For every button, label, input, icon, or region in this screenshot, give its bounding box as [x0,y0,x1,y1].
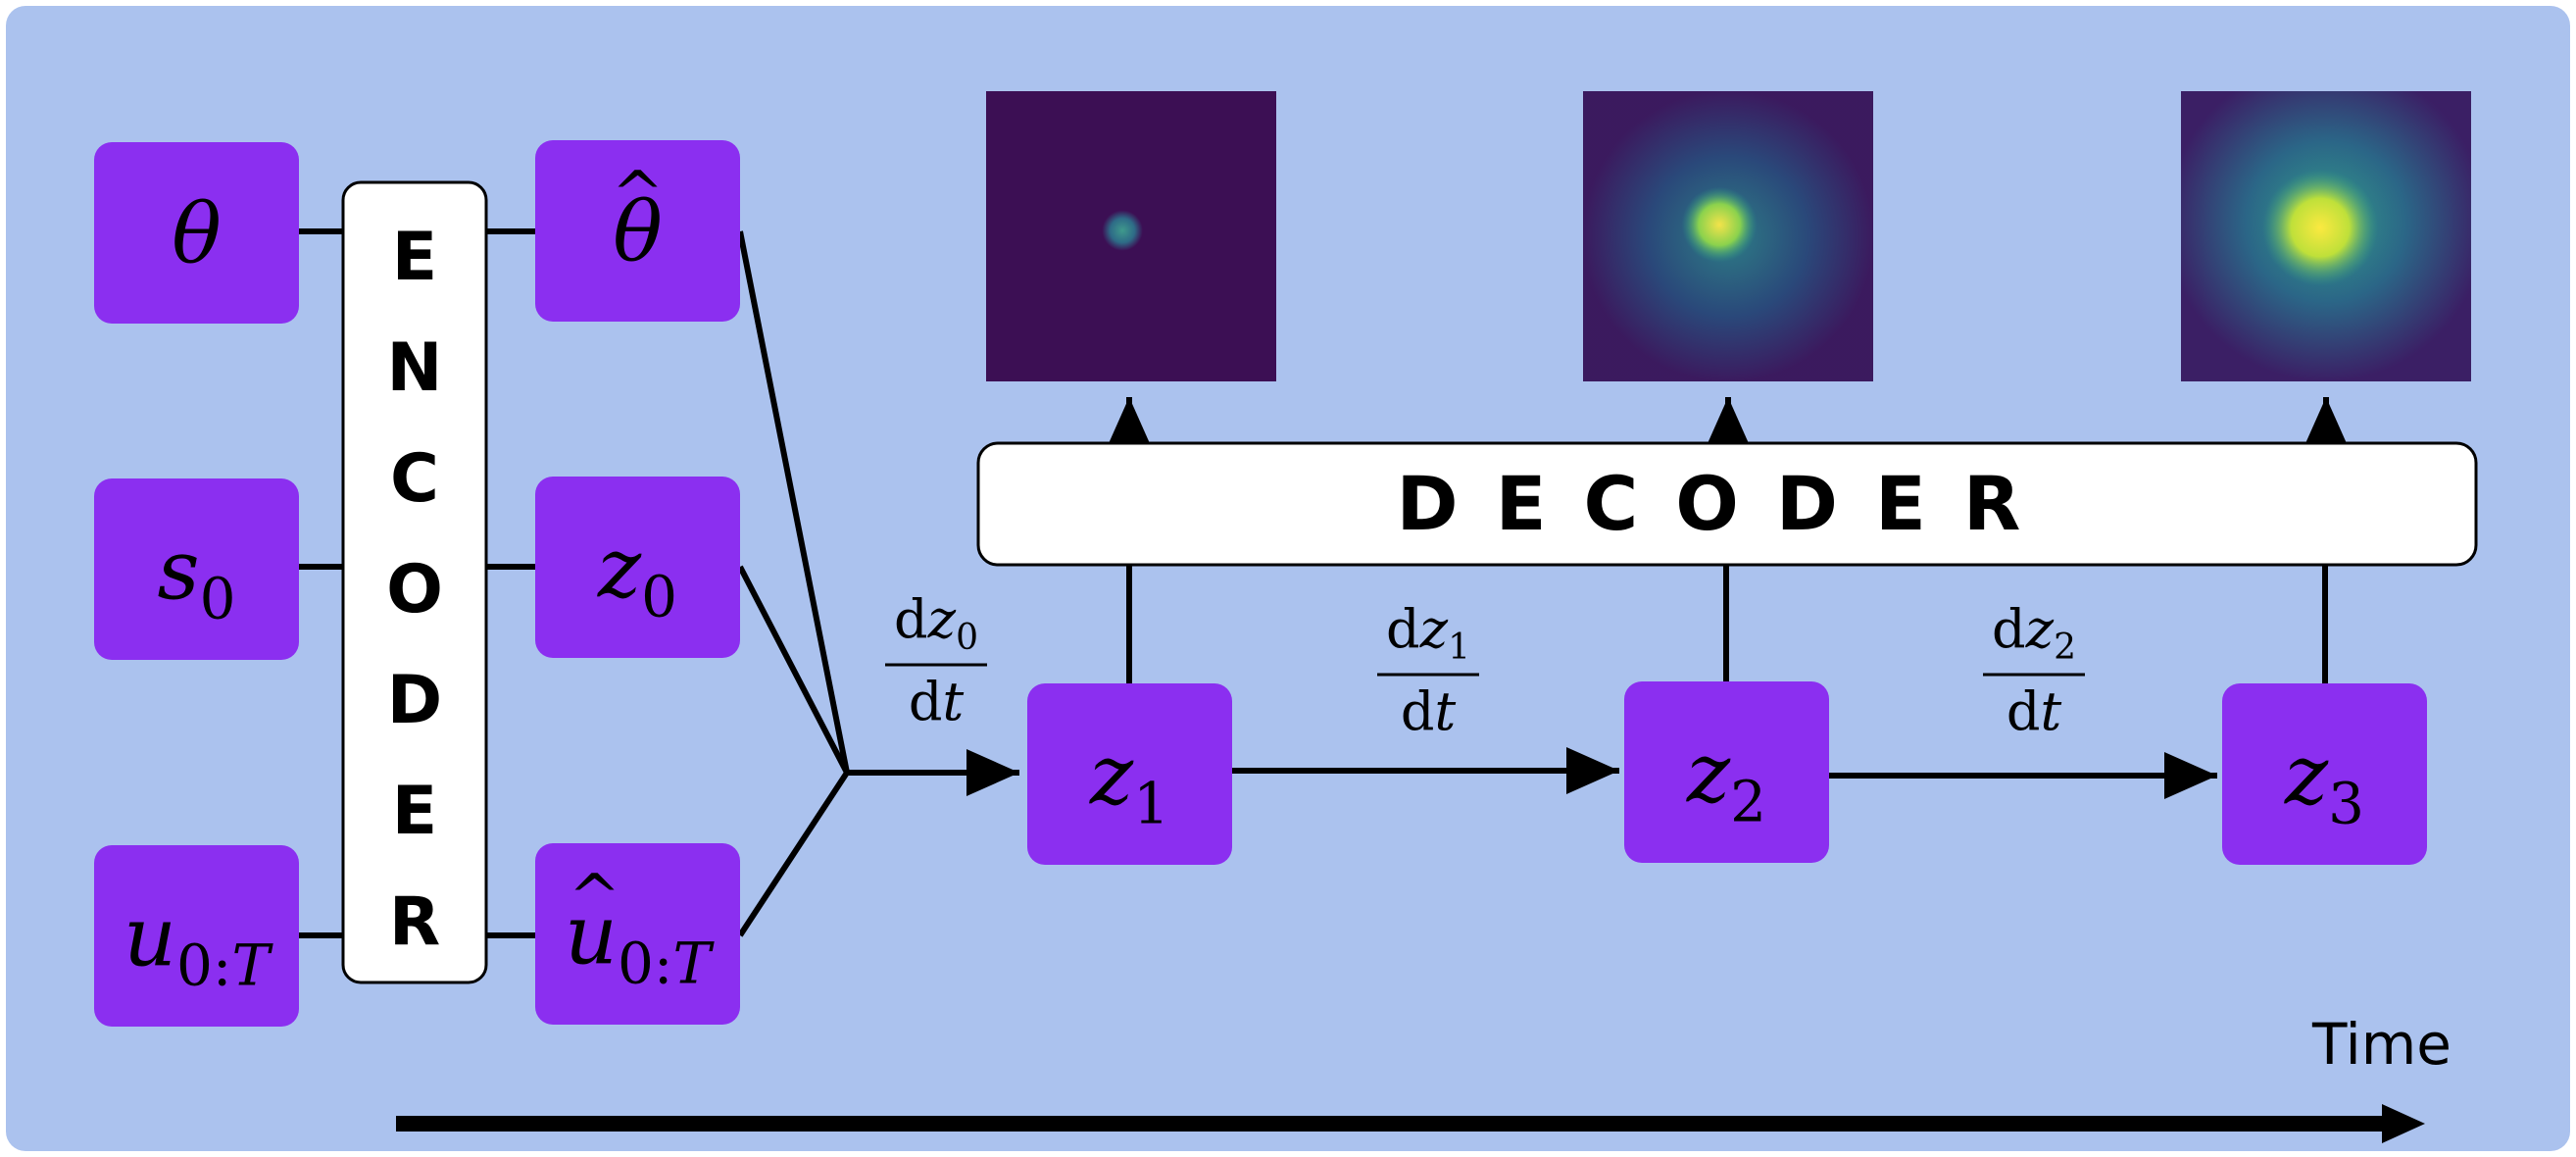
latent-node-z3: z3 [2222,683,2427,865]
derivative-dz0-dt: dz0 dt [885,588,987,732]
time-label: Time [2311,1011,2452,1078]
input-node-1: θ [94,142,299,324]
svg-text:s0: s0 [157,523,235,632]
svg-text:θ: θ [172,186,222,282]
svg-text:dt: dt [909,671,965,732]
latent-to-decoder-lines [1126,565,2328,683]
input-node-2: s0 [94,478,299,660]
merge-lines [737,230,850,937]
svg-text:z3: z3 [2284,728,2364,837]
svg-text:dz0: dz0 [894,588,978,658]
step-arrows [847,747,2217,799]
time-arrowhead [2382,1104,2425,1143]
decoder-block: DECODER [976,441,2478,567]
svg-text:z0: z0 [597,521,677,630]
svg-text:z2: z2 [1686,726,1766,835]
frame-2 [1583,91,1873,381]
svg-text:^: ^ [569,862,621,934]
encoded-node-1: θ^ [535,140,740,322]
svg-text:u0:T: u0:T [565,887,716,997]
encoded-node-2: z0 [535,477,740,658]
latent-node-z2: z2 [1624,681,1829,863]
encoded-node-3: u0:T^ [535,843,740,1025]
frame-1 [986,91,1276,381]
decoder-label: DECODER [1397,460,2058,547]
derivative-dz1-dt: dz1 dt [1377,598,1479,742]
input-node-3: u0:T [94,845,299,1027]
decoder-to-frame-arrows [1106,397,2350,450]
input-connectors [299,228,535,938]
svg-text:z1: z1 [1089,728,1169,837]
svg-text:θ: θ [613,184,663,280]
svg-text:^: ^ [612,159,665,231]
frame-3 [2181,91,2471,381]
svg-text:dz2: dz2 [1992,598,2076,668]
svg-text:dt: dt [2006,680,2062,742]
svg-text:dt: dt [1401,680,1457,742]
svg-text:dz1: dz1 [1386,598,1470,668]
derivative-dz2-dt: dz2 dt [1983,598,2085,742]
latent-node-z1: z1 [1027,683,1232,865]
svg-text:u0:T: u0:T [124,889,274,999]
